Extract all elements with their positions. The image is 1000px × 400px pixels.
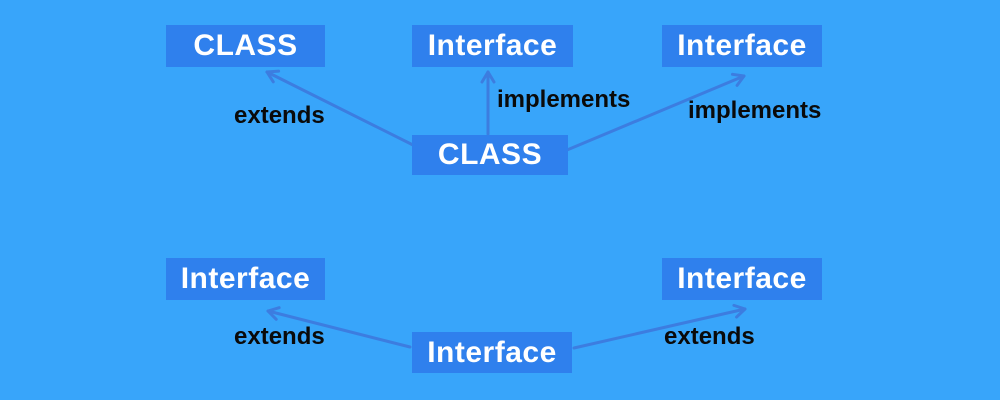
edge-label-extends-top-left: extends (234, 102, 325, 129)
edge-label-implements-top-right: implements (688, 97, 822, 124)
node-label: Interface (180, 262, 311, 295)
extends-arrow-bottom-right (572, 303, 747, 350)
node-label: Interface (677, 262, 807, 295)
node-label: CLASS (437, 138, 543, 171)
node-label: Interface (427, 335, 557, 369)
node-label: Interface (677, 29, 807, 62)
edge-label-extends-bottom-right: extends (664, 323, 755, 350)
node-interface-top-right: Interface (662, 25, 822, 67)
extends-arrow-top-left (265, 69, 419, 149)
node-label: CLASS (193, 29, 298, 62)
extends-arrow-bottom-left (266, 306, 412, 349)
node-class-top-left: CLASS (166, 25, 325, 67)
edge-label-implements-top-center: implements (497, 86, 631, 113)
edge-label-extends-bottom-left: extends (234, 323, 325, 350)
node-interface-bottom-right: Interface (662, 258, 822, 300)
node-class-center: CLASS (412, 135, 568, 175)
node-interface-bottom-center: Interface (412, 332, 572, 373)
node-label: Interface (427, 29, 558, 62)
node-interface-bottom-left: Interface (166, 258, 325, 300)
implements-arrow-top-right (565, 72, 746, 152)
node-interface-top-center: Interface (412, 25, 573, 67)
